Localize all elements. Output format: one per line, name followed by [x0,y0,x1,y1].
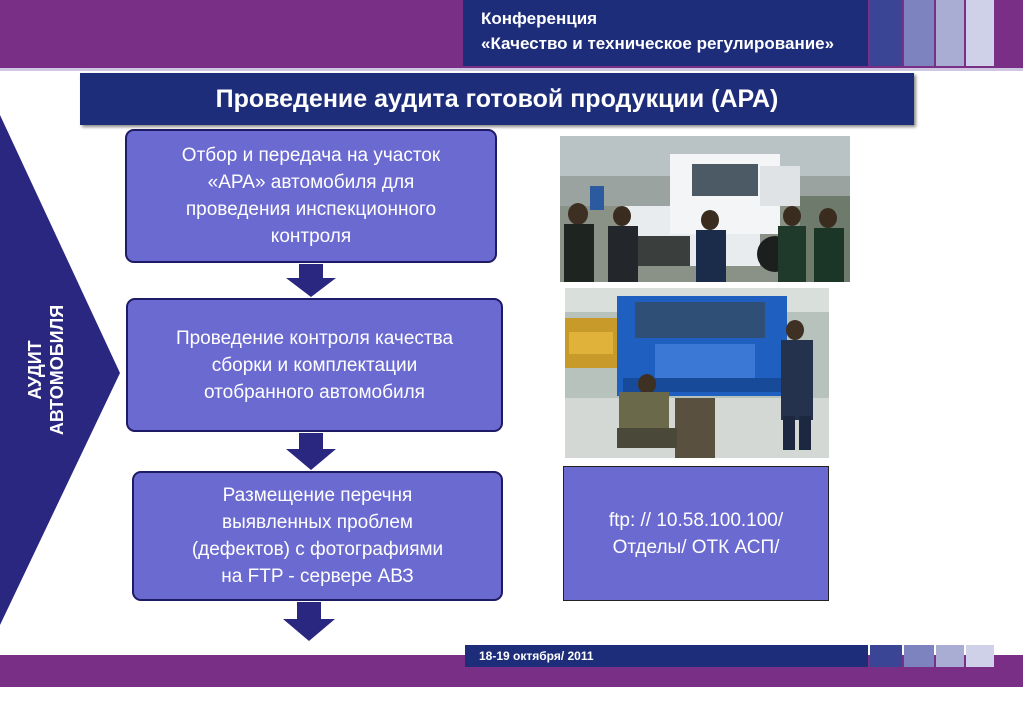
footer-square-1 [870,645,902,667]
step1-line: проведения инспекционного [185,199,437,220]
step3-line: на FTP - сервере АВЗ [221,566,414,587]
header-divider [0,68,1023,71]
side-label: АУДИТ АВТОМОБИЛЯ [25,305,67,435]
down-arrow-icon [286,264,336,297]
down-arrow-icon [286,433,336,470]
step1-line: Отбор и передача на участок [181,145,441,166]
footer-square-3 [936,645,964,667]
header-square-2 [904,0,934,66]
step3-line: выявленных проблем [222,512,413,533]
step-box-selection: Отбор и передача на участок «АРА» автомо… [125,129,497,263]
conference-name: «Качество и техническое регулирование» [481,34,835,53]
header-square-4 [966,0,994,66]
ftp-folder-path: Отделы/ ОТК АСП/ [612,536,780,558]
step1-line: «АРА» автомобиля для [207,172,415,193]
header-square-1 [870,0,902,66]
slide-title: Проведение аудита готовой продукции (АРА… [80,73,914,125]
down-arrow-icon [283,602,335,641]
side-label-line1: АУДИТ [25,340,45,399]
step-box-inspection: Проведение контроля качества сборки и ко… [126,298,503,432]
step3-line: Размещение перечня [222,485,413,506]
conference-title-box: Конференция «Качество и техническое регу… [463,0,868,66]
step2-line: Проведение контроля качества [175,327,454,349]
header-square-3 [936,0,964,66]
step2-line: сборки и комплектации [211,354,418,376]
cab-inspection-photo [565,288,829,458]
step1-line: контроля [270,226,352,247]
footer-square-2 [904,645,934,667]
ftp-address: ftp: // 10.58.100.100/ [608,509,784,531]
ftp-address-box: ftp: // 10.58.100.100/ Отделы/ ОТК АСП/ [563,466,829,601]
conference-date: 18-19 октября/ 2011 [465,645,868,667]
side-label-line2: АВТОМОБИЛЯ [47,305,67,435]
step3-line: (дефектов) с фотографиями [191,539,444,560]
footer-square-4 [966,645,994,667]
step2-line: отобранного автомобиля [204,381,425,403]
conference-label: Конференция [481,9,598,28]
side-chevron-shape [0,115,120,625]
truck-inspection-photo [560,136,850,282]
step-box-upload: Размещение перечня выявленных проблем (д… [132,471,503,601]
